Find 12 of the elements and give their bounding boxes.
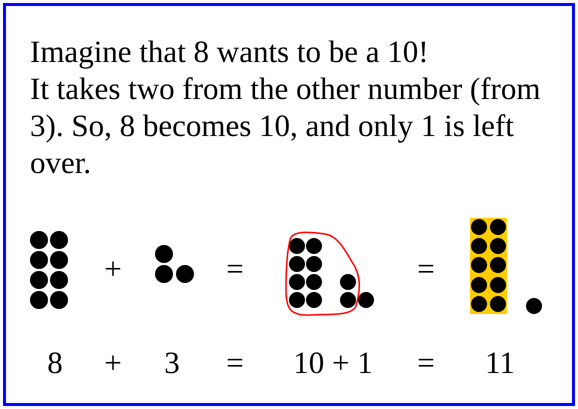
instruction-text: Imagine that 8 wants to be a 10! — [30, 33, 430, 70]
operator-sign: + — [104, 250, 122, 286]
equation-term: 8 — [47, 344, 63, 380]
equation-term: 10 + 1 — [293, 344, 373, 380]
equation-term: + — [104, 344, 122, 380]
equation-term: 3 — [164, 344, 180, 380]
operator-sign: = — [417, 250, 435, 286]
operator-sign: = — [226, 250, 244, 286]
equation-term: 11 — [485, 344, 515, 380]
instruction-text: It takes two from the other number (from 3). So, 8 becomes 10, and only 1 is left over. — [30, 70, 542, 181]
equation-term: = — [226, 344, 244, 380]
equation-term: = — [417, 344, 435, 380]
